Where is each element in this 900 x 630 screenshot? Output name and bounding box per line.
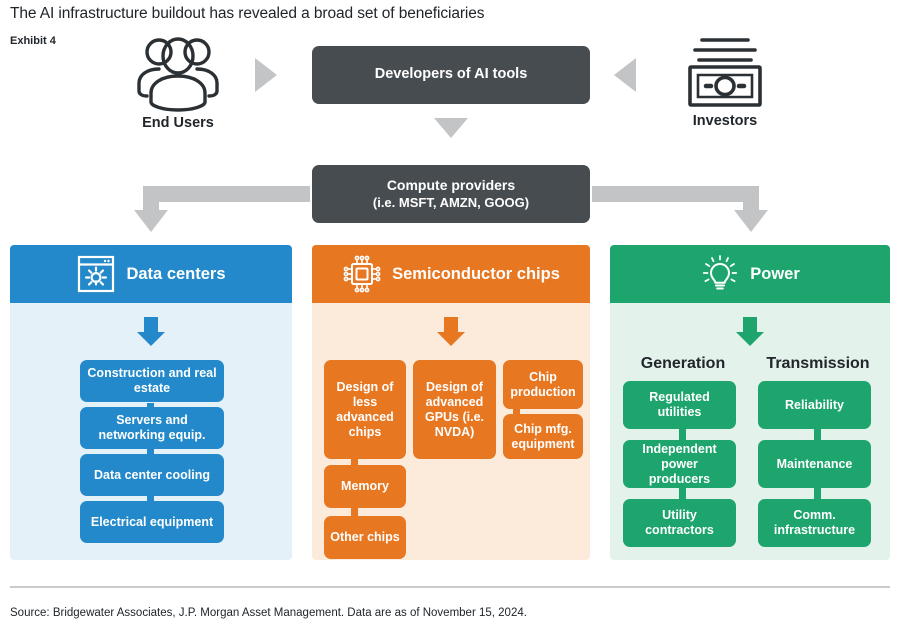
exhibit-label: Exhibit 4 — [10, 35, 56, 47]
elbow-arrow-left-head — [134, 210, 168, 232]
developers-label: Developers of AI tools — [374, 66, 528, 83]
item-label: Reliability — [784, 397, 845, 412]
item-chip-mfg-equipment: Chip mfg. equipment — [503, 414, 583, 459]
elbow-arrow-left-shaft — [143, 186, 310, 202]
elbow-arrow-right-head — [734, 210, 768, 232]
item-design-of-advanced-gpus: Design of advanced GPUs (i.e. NVDA) — [413, 360, 496, 459]
item-construction-and-real-estate: Construction and real estate — [80, 360, 224, 402]
item-independent-power-producers: Independent power producers — [623, 440, 736, 488]
end-users-label: End Users — [142, 115, 214, 131]
compute-providers-label: Compute providers — [386, 177, 516, 194]
column-body-data-centers: Construction and real estate Servers and… — [10, 303, 292, 560]
connector — [679, 479, 686, 513]
item-label: Maintenance — [776, 456, 853, 471]
column-header-data-centers: Data centers — [10, 245, 292, 303]
column-power: Power Generation Transmission Regulated … — [610, 245, 890, 560]
microchip-icon — [342, 254, 382, 294]
column-data-centers: Data centers Construction and real estat… — [10, 245, 292, 560]
item-label: Independent power producers — [642, 441, 717, 486]
compute-providers-box: Compute providers (i.e. MSFT, AMZN, GOOG… — [312, 165, 590, 223]
footer-divider — [10, 586, 890, 588]
item-chip-production: Chip production — [503, 360, 583, 409]
item-label: Chip mfg. equipment — [511, 421, 575, 451]
item-label: Regulated utilities — [649, 390, 710, 419]
lightbulb-icon — [700, 254, 740, 294]
node-investors: Investors — [665, 34, 785, 144]
down-arrow-power — [733, 315, 767, 349]
column-title-power: Power — [750, 264, 800, 283]
item-label: Construction and real estate — [87, 366, 217, 395]
item-design-of-less-advanced-chips: Design of less advanced chips — [324, 360, 406, 459]
browser-gear-icon — [76, 254, 116, 294]
arrow-developers-to-compute — [434, 118, 468, 138]
item-label: Utility contractors — [645, 508, 714, 537]
connector — [679, 421, 686, 455]
item-label: Data center cooling — [94, 467, 210, 482]
column-body-semiconductor-chips: Design of less advanced chips Memory Oth… — [312, 303, 590, 560]
connector — [814, 479, 821, 513]
banknote-icon — [679, 34, 771, 110]
page-title: The AI infrastructure buildout has revea… — [10, 5, 485, 22]
item-label: Other chips — [330, 530, 400, 544]
source-note: Source: Bridgewater Associates, J.P. Mor… — [10, 607, 527, 619]
compute-providers-sublabel: (i.e. MSFT, AMZN, GOOG) — [372, 195, 530, 211]
item-maintenance: Maintenance — [758, 440, 871, 488]
people-group-icon — [129, 34, 227, 112]
item-reliability: Reliability — [758, 381, 871, 429]
developers-of-ai-tools-box: Developers of AI tools — [312, 46, 590, 104]
elbow-arrow-right-shaft — [592, 186, 759, 202]
item-utility-contractors: Utility contractors — [623, 499, 736, 547]
item-data-center-cooling: Data center cooling — [80, 454, 224, 496]
column-header-semiconductor-chips: Semiconductor chips — [312, 245, 590, 303]
subheading-generation: Generation — [640, 355, 726, 372]
item-label: Design of advanced GPUs (i.e. NVDA) — [424, 379, 485, 439]
subheading-transmission: Transmission — [766, 355, 870, 372]
item-label: Design of less advanced chips — [336, 379, 394, 439]
item-comm-infrastructure: Comm. infrastructure — [758, 499, 871, 547]
item-regulated-utilities: Regulated utilities — [623, 381, 736, 429]
arrow-endusers-to-developers — [255, 58, 277, 92]
column-title-semiconductor-chips: Semiconductor chips — [392, 264, 560, 283]
item-label: Servers and networking equip. — [98, 413, 206, 442]
elbow-arrow-left-stem — [143, 186, 159, 212]
column-title-data-centers: Data centers — [126, 264, 226, 283]
item-label: Comm. infrastructure — [773, 508, 856, 537]
column-header-power: Power — [610, 245, 890, 303]
item-memory: Memory — [324, 465, 406, 508]
item-label: Electrical equipment — [90, 514, 214, 529]
item-label: Memory — [341, 479, 389, 493]
item-servers-and-networking-equip: Servers and networking equip. — [80, 407, 224, 449]
down-arrow-semiconductor-chips — [434, 315, 468, 349]
investors-label: Investors — [692, 113, 758, 129]
item-other-chips: Other chips — [324, 516, 406, 559]
down-arrow-data-centers — [134, 315, 168, 349]
arrow-investors-to-developers — [614, 58, 636, 92]
item-electrical-equipment: Electrical equipment — [80, 501, 224, 543]
column-body-power: Generation Transmission Regulated utilit… — [610, 303, 890, 560]
node-end-users: End Users — [118, 34, 238, 144]
elbow-arrow-right-stem — [743, 186, 759, 212]
connector — [814, 421, 821, 455]
item-label: Chip production — [510, 369, 576, 399]
column-semiconductor-chips: Semiconductor chips Design of less advan… — [312, 245, 590, 560]
